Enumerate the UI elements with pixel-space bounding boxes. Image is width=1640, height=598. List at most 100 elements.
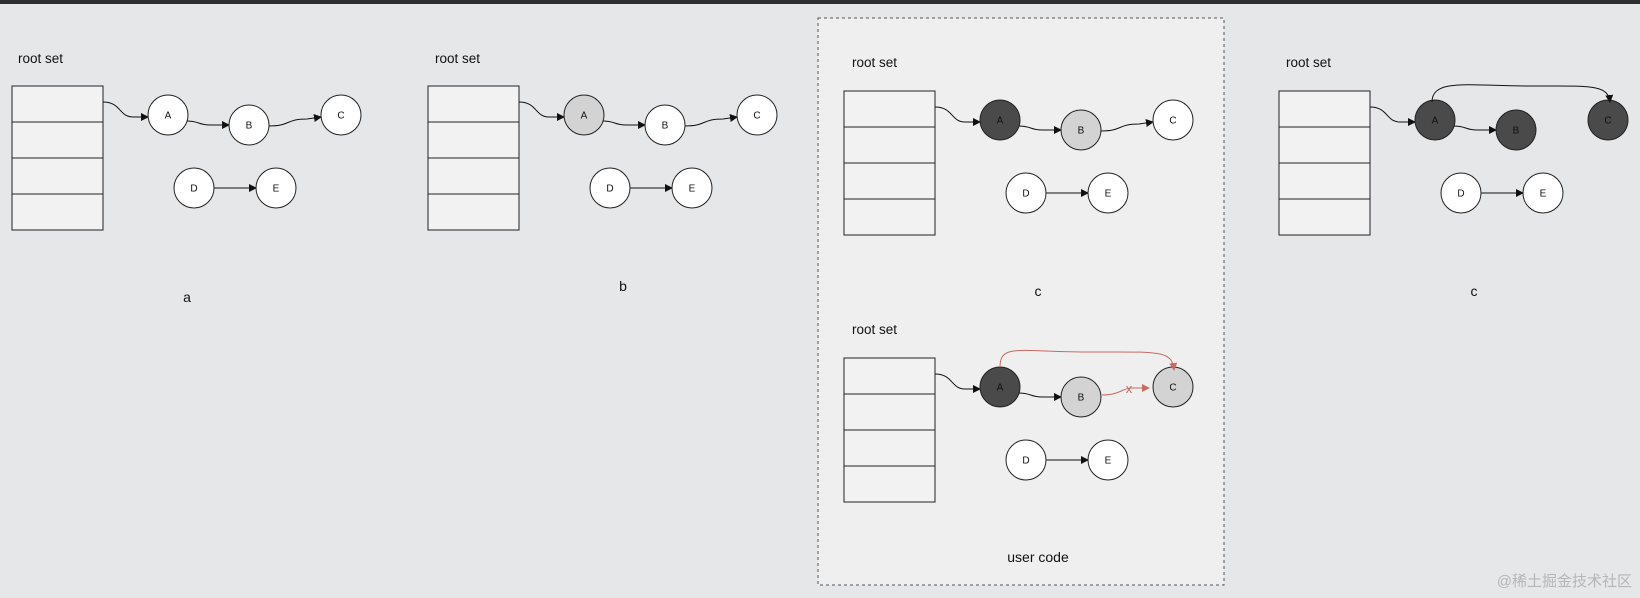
edge-a-to-b <box>185 120 230 129</box>
node-label: A <box>581 111 588 122</box>
node-label: C <box>753 111 760 122</box>
node-d <box>173 167 215 209</box>
root-set-slot <box>427 85 520 123</box>
node-c <box>736 94 778 136</box>
root-set-slot <box>843 357 936 395</box>
node-label: E <box>273 184 280 195</box>
root-set-slot <box>427 121 520 159</box>
node-b <box>1060 109 1102 151</box>
node-label: D <box>1022 456 1029 467</box>
node-b <box>1060 376 1102 418</box>
edge-root-to-a <box>518 101 565 121</box>
node-label: A <box>1432 116 1439 127</box>
root-set-slot <box>11 157 104 195</box>
node-e <box>1087 439 1129 481</box>
edge-b-to-c <box>1100 119 1154 132</box>
node-e <box>1522 172 1564 214</box>
edge-root-to-a <box>934 373 981 393</box>
node-b <box>1495 109 1537 151</box>
node-label: D <box>1457 189 1464 200</box>
root-set-slot <box>843 162 936 200</box>
root-set-label: root set <box>852 55 897 70</box>
edge-a-to-b <box>1017 392 1062 401</box>
node-d <box>1440 172 1482 214</box>
node-c <box>1152 99 1194 141</box>
node-label: B <box>246 121 253 132</box>
node-label: E <box>1105 456 1112 467</box>
node-e <box>255 167 297 209</box>
root-set-slot <box>427 193 520 231</box>
node-label: A <box>997 383 1004 394</box>
node-d <box>1005 439 1047 481</box>
root-set-slot <box>1278 162 1371 200</box>
edge-root-to-a <box>1369 106 1416 126</box>
root-set-slot <box>11 85 104 123</box>
root-set-slot <box>843 198 936 236</box>
root-set-slot <box>427 157 520 195</box>
node-label: C <box>337 111 344 122</box>
root-set-slot <box>843 465 936 503</box>
top-bar <box>0 0 1640 4</box>
root-set-label: root set <box>18 51 63 66</box>
user-code-label: user code <box>1007 549 1069 565</box>
node-label: B <box>662 121 669 132</box>
edge-b-to-c <box>684 114 738 127</box>
node-label: E <box>1540 189 1547 200</box>
node-label: D <box>190 184 197 195</box>
edge-root-to-a <box>102 101 149 121</box>
edge-a-to-b <box>1452 125 1497 134</box>
node-a <box>979 99 1021 141</box>
node-b <box>228 104 270 146</box>
edge-a-to-b <box>601 120 646 129</box>
node-a <box>147 94 189 136</box>
root-set-label: root set <box>1286 55 1331 70</box>
node-label: D <box>606 184 613 195</box>
node-d <box>589 167 631 209</box>
root-set-slot <box>1278 198 1371 236</box>
edge-b-to-c <box>268 114 322 127</box>
root-set-slot <box>843 90 936 128</box>
node-label: C <box>1169 116 1176 127</box>
edge-a-to-c-new <box>999 349 1178 371</box>
node-a <box>563 94 605 136</box>
node-e <box>671 167 713 209</box>
node-c <box>320 94 362 136</box>
node-label: D <box>1022 189 1029 200</box>
panel-caption: a <box>183 289 191 305</box>
root-set-label: root set <box>435 51 480 66</box>
root-set-slot <box>1278 90 1371 128</box>
root-set-slot <box>843 393 936 431</box>
edge-root-to-a <box>934 106 981 126</box>
node-label: E <box>1105 189 1112 200</box>
root-set-label: root set <box>852 322 897 337</box>
panel-caption: c <box>1471 283 1478 299</box>
root-set-slot <box>11 121 104 159</box>
node-d <box>1005 172 1047 214</box>
edge-a-to-b <box>1017 125 1062 134</box>
node-a <box>1414 99 1456 141</box>
root-set-slot <box>843 126 936 164</box>
node-label: A <box>165 111 172 122</box>
edge-a-to-c <box>1431 84 1614 103</box>
root-set-slot <box>11 193 104 231</box>
root-set-slot <box>843 429 936 467</box>
watermark: @稀土掘金技术社区 <box>1497 573 1632 590</box>
node-label: B <box>1078 126 1085 137</box>
node-label: C <box>1604 116 1611 127</box>
removed-edge-mark: x <box>1126 381 1133 396</box>
node-label: A <box>997 116 1004 127</box>
panel-caption: b <box>619 278 627 294</box>
node-label: B <box>1078 393 1085 404</box>
edge-b-to-c-removed <box>1101 384 1150 396</box>
root-set-slot <box>1278 126 1371 164</box>
panel-caption: c <box>1035 283 1042 299</box>
node-e <box>1087 172 1129 214</box>
node-label: C <box>1169 383 1176 394</box>
node-b <box>644 104 686 146</box>
